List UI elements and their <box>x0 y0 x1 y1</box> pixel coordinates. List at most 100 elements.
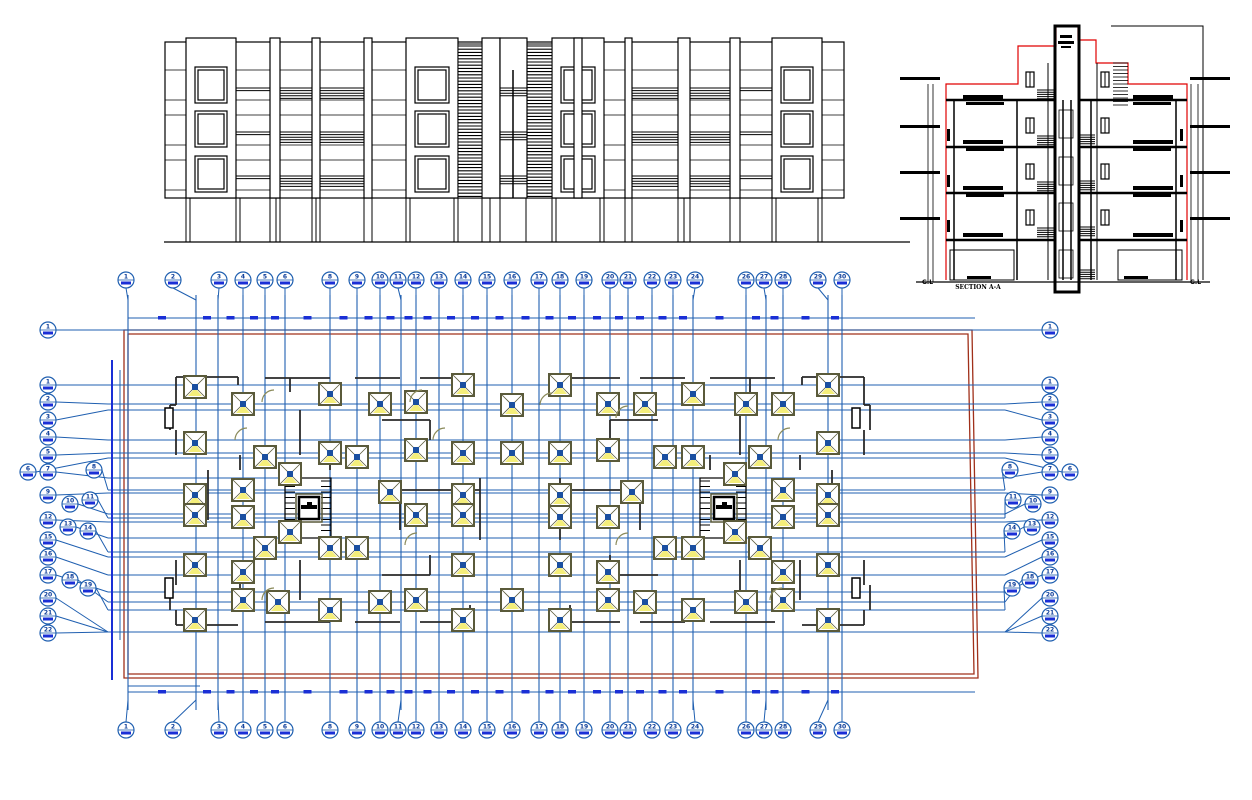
column-footing-fill <box>601 573 615 581</box>
grid-bubble-bar <box>759 731 769 735</box>
dimension-tick <box>831 316 839 320</box>
grid-bubble-bar <box>434 281 444 285</box>
column-footing-fill <box>821 566 835 574</box>
column-core <box>354 454 360 460</box>
grid-bubble-bottom: 8 <box>321 721 339 739</box>
column <box>318 536 342 560</box>
column <box>653 445 677 469</box>
column-core <box>743 401 749 407</box>
grid-bubble-label: 5 <box>263 724 267 731</box>
grid-bubble-bar <box>43 558 53 562</box>
column-core <box>557 450 563 456</box>
grid-bubble-top: 4 <box>234 271 252 289</box>
grid-bubble-top: 27 <box>755 271 773 289</box>
column <box>771 560 795 584</box>
grid-bubble-label: 21 <box>1046 610 1054 617</box>
grid-bubble-right: 2 <box>1041 393 1059 411</box>
grid-bubble-label: 1 <box>46 324 50 331</box>
dimension-tick <box>831 690 839 694</box>
grid-bubble-right: 22 <box>1041 624 1059 642</box>
column-core <box>354 545 360 551</box>
side-door <box>164 407 174 429</box>
door-swing <box>404 532 418 546</box>
column-core <box>460 617 466 623</box>
section-title: SECTION A-A <box>955 284 1001 291</box>
grid-bubble-right: 17 <box>1041 566 1059 584</box>
grid-bubble-label: 3 <box>217 724 221 731</box>
grid-bubble-left: 16 <box>39 548 57 566</box>
balcony-slab <box>1190 217 1230 220</box>
grid-leader <box>692 699 696 723</box>
side-door <box>851 577 861 599</box>
column <box>548 553 572 577</box>
grid-leader <box>55 409 109 421</box>
dimension-tick <box>679 316 687 320</box>
column-footing-fill <box>553 386 567 394</box>
column-footing-fill <box>373 405 387 413</box>
grid-bubble-label: 12 <box>44 514 52 521</box>
grid-leader <box>1004 615 1043 633</box>
grid-bubble-top: 12 <box>407 271 425 289</box>
grid-bubble-label: 20 <box>1046 592 1054 599</box>
door-swing <box>432 427 446 441</box>
column-core <box>825 382 831 388</box>
grid-bubble-bar <box>43 617 53 621</box>
side-window <box>1180 129 1183 141</box>
grid-bubble-right: 5 <box>1041 446 1059 464</box>
column-footing-fill <box>323 454 337 462</box>
grid-bubble-bar <box>238 281 248 285</box>
grid-leader <box>1003 587 1006 611</box>
grid-bubble-top: 24 <box>686 271 704 289</box>
balcony-slab <box>1190 77 1230 80</box>
grid-bubble-right: 13 <box>1023 518 1041 536</box>
grid-bubble-label: 17 <box>535 724 543 731</box>
grid-bubble-bottom: 4 <box>234 721 252 739</box>
grid-bubble-bottom: 26 <box>737 721 755 739</box>
dimension-tick <box>568 316 576 320</box>
grid-bubble-label: 1 <box>1048 324 1052 331</box>
grid-bubble-label: 16 <box>508 724 516 731</box>
grid-bubble-right: 8 <box>1001 461 1019 479</box>
column-footing-fill <box>658 549 672 557</box>
grid-bubble-label: 30 <box>838 274 846 281</box>
column <box>345 536 369 560</box>
dimension-tick <box>339 316 348 320</box>
grid-bubble-bottom: 16 <box>503 721 521 739</box>
dimension-tick <box>615 690 623 694</box>
column <box>231 392 255 416</box>
grid-leader <box>125 699 129 723</box>
lift-surround <box>295 493 323 523</box>
side-window <box>947 220 950 232</box>
grid-bubble-right: 1 <box>1041 321 1059 339</box>
column-footing-fill <box>686 549 700 557</box>
grid-bubble-label: 15 <box>483 274 491 281</box>
column-core <box>690 454 696 460</box>
grid-bubble-label: 2 <box>1048 396 1052 403</box>
grid-bubble-bar <box>375 281 385 285</box>
column <box>596 505 620 529</box>
column-footing-fill <box>658 458 672 466</box>
pilaster <box>729 37 741 199</box>
grid-bubble-left: 1 <box>39 321 57 339</box>
column <box>451 441 475 465</box>
grid-bubble-label: 16 <box>44 551 52 558</box>
dimension-tick <box>203 690 211 694</box>
grid-bubble-bar <box>1027 528 1037 532</box>
grid-bubble-bar <box>214 731 224 735</box>
dimension-tick <box>404 690 413 694</box>
column-core <box>629 489 635 495</box>
column <box>183 553 207 577</box>
grid-leader <box>55 597 109 633</box>
column-footing-fill <box>601 405 615 413</box>
grid-bubble-top: 30 <box>833 271 851 289</box>
grid-bubble-bar <box>43 386 53 390</box>
grid-bubble-bar <box>741 281 751 285</box>
column <box>723 462 747 486</box>
grid-bubble-bar <box>65 505 75 509</box>
grid-bubble-label: 15 <box>483 724 491 731</box>
column-core <box>460 492 466 498</box>
column-core <box>732 471 738 477</box>
column-footing-fill <box>776 601 790 609</box>
grid-bubble-bar <box>623 731 633 735</box>
